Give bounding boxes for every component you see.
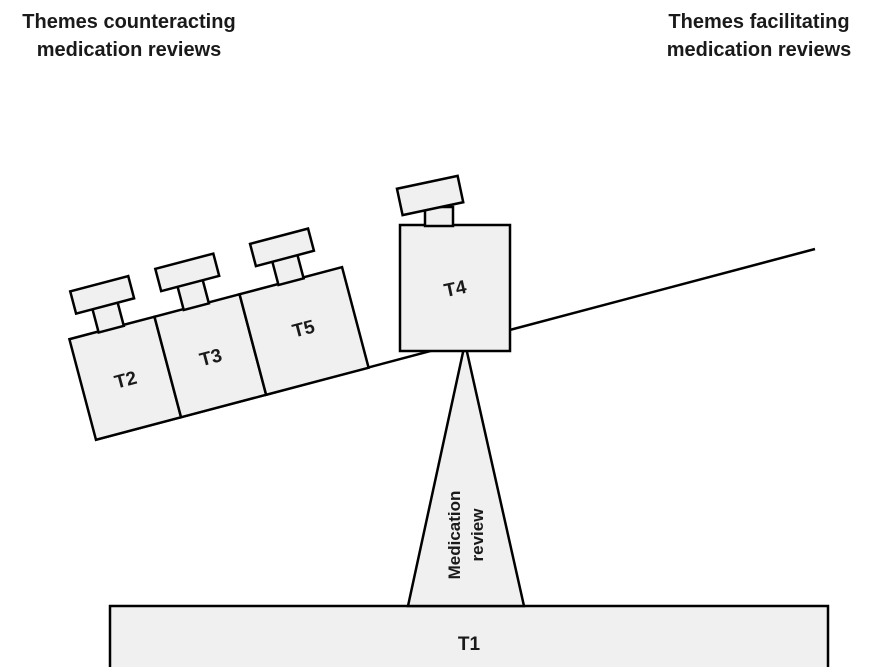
fulcrum: Medication review bbox=[406, 342, 526, 608]
weight-t5-cap bbox=[248, 227, 316, 268]
fulcrum-label-line2: review bbox=[468, 508, 487, 562]
heading-counteracting-line1: Themes counteracting bbox=[22, 11, 236, 33]
weight-t2-cap bbox=[68, 274, 136, 316]
heading-facilitating-line2: medication reviews bbox=[666, 39, 852, 61]
heading-counteracting-line2: medication reviews bbox=[36, 39, 222, 61]
heading-facilitating-line1: Themes facilitating bbox=[668, 11, 850, 33]
weight-t3: T3 bbox=[152, 252, 268, 419]
weights-left-group: T2 T3 T5 bbox=[67, 227, 371, 442]
weight-t2: T2 bbox=[67, 274, 183, 442]
base-platform: T1 bbox=[108, 604, 830, 667]
fulcrum-label-line1: Medication bbox=[445, 491, 464, 580]
base-box bbox=[108, 604, 830, 667]
weight-t4-body bbox=[398, 223, 512, 353]
weight-t4: T4 bbox=[395, 174, 512, 353]
weight-t3-cap bbox=[153, 252, 221, 293]
weight-t4-label: T4 bbox=[442, 277, 468, 302]
heading-counteracting: Themes counteracting medication reviews bbox=[0, 8, 258, 64]
heading-facilitating: Themes facilitating medication reviews bbox=[649, 8, 869, 64]
fulcrum-triangle bbox=[406, 342, 526, 608]
weight-t5: T5 bbox=[238, 227, 371, 397]
weight-t4-cap bbox=[395, 174, 465, 217]
base-label: T1 bbox=[458, 634, 481, 655]
